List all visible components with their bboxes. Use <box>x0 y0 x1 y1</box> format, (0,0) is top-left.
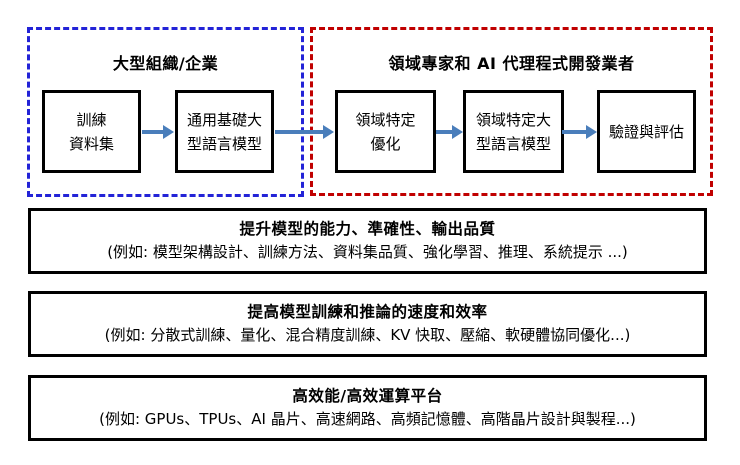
arrow-shaft <box>275 129 323 134</box>
node-training-dataset: 訓練 資料集 <box>42 90 141 173</box>
layer-computing-platform: 高效能/高效運算平台 (例如: GPUs、TPUs、AI 晶片、高速網路、高頻記… <box>28 375 707 441</box>
arrow-head-icon <box>323 124 334 139</box>
layer-model-quality-title: 提升模型的能力、準確性、輸出品質 <box>239 220 496 238</box>
group-domain-expert-title: 領域專家和 AI 代理程式開發業者 <box>388 54 635 73</box>
layer-model-quality: 提升模型的能力、準確性、輸出品質 (例如: 模型架構設計、訓練方法、資料集品質、… <box>28 208 707 274</box>
node-domain-specific-optimization: 領域特定 優化 <box>335 90 436 173</box>
node-general-foundation-llm: 通用基礎大 型語言模型 <box>175 90 274 173</box>
arrow-head-icon <box>163 124 174 139</box>
layer-computing-platform-title: 高效能/高效運算平台 <box>292 387 443 405</box>
group-domain-expert: 領域專家和 AI 代理程式開發業者 <box>310 27 713 196</box>
arrow-head-icon <box>452 124 463 139</box>
flow-arrow-2 <box>275 124 334 139</box>
arrow-shaft <box>142 129 163 134</box>
group-large-org: 大型組織/企業 <box>27 27 304 197</box>
flow-arrow-3 <box>436 124 463 139</box>
flow-arrow-4 <box>562 124 597 139</box>
node-domain-specific-llm: 領域特定大 型語言模型 <box>463 90 564 173</box>
arrow-shaft <box>436 129 452 134</box>
layer-computing-platform-examples: (例如: GPUs、TPUs、AI 晶片、高速網路、高頻記憶體、高階晶片設計與製… <box>99 410 636 428</box>
layer-speed-efficiency-title: 提高模型訓練和推論的速度和效率 <box>247 303 488 321</box>
node-validation-evaluation: 驗證與評估 <box>597 90 696 173</box>
layer-model-quality-examples: (例如: 模型架構設計、訓練方法、資料集品質、強化學習、推理、系統提示 ...) <box>107 243 628 261</box>
layer-speed-efficiency-examples: (例如: 分散式訓練、量化、混合精度訓練、KV 快取、壓縮、軟硬體協同優化...… <box>104 326 631 344</box>
arrow-head-icon <box>586 124 597 139</box>
group-large-org-title: 大型組織/企業 <box>112 54 219 73</box>
flow-arrow-1 <box>142 124 174 139</box>
arrow-shaft <box>562 129 586 134</box>
layer-speed-efficiency: 提高模型訓練和推論的速度和效率 (例如: 分散式訓練、量化、混合精度訓練、KV … <box>28 291 707 357</box>
